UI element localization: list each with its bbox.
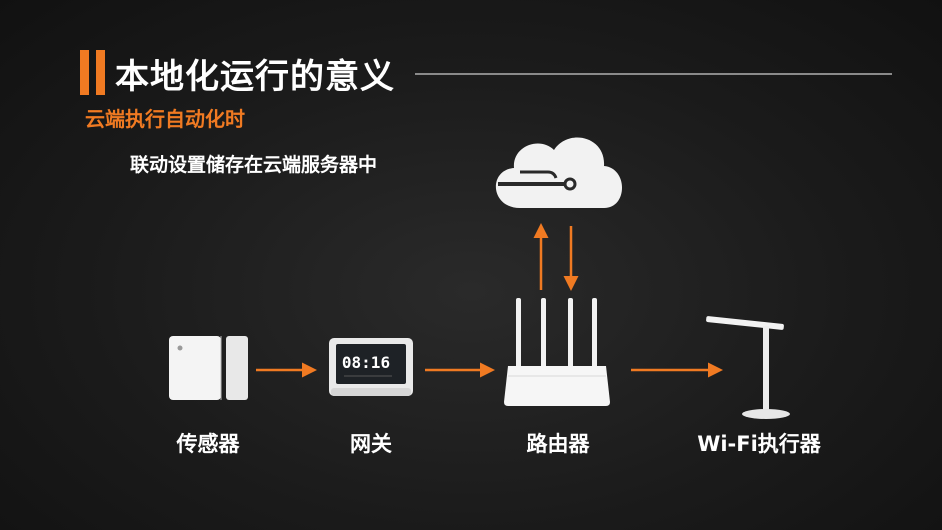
smart-gateway-icon: 08:16	[329, 338, 413, 396]
label-gateway: 网关	[350, 432, 392, 456]
desk-lamp-icon	[706, 316, 790, 419]
label-sensor: 传感器	[176, 432, 240, 456]
title-accent-bar-2	[96, 50, 105, 95]
label-wifi-executor: Wi-Fi执行器	[697, 432, 821, 456]
title-accent-bar	[80, 50, 89, 95]
subtitle: 云端执行自动化时	[85, 107, 245, 131]
cloud-storage-note: 联动设置储存在云端服务器中	[130, 154, 378, 176]
title-divider	[415, 73, 892, 75]
door-sensor-icon	[169, 336, 248, 400]
label-router: 路由器	[526, 432, 590, 456]
cloud-icon	[495, 137, 622, 208]
router-icon	[504, 298, 610, 406]
page-title: 本地化运行的意义	[115, 57, 395, 97]
gateway-clock: 08:16	[342, 353, 390, 372]
